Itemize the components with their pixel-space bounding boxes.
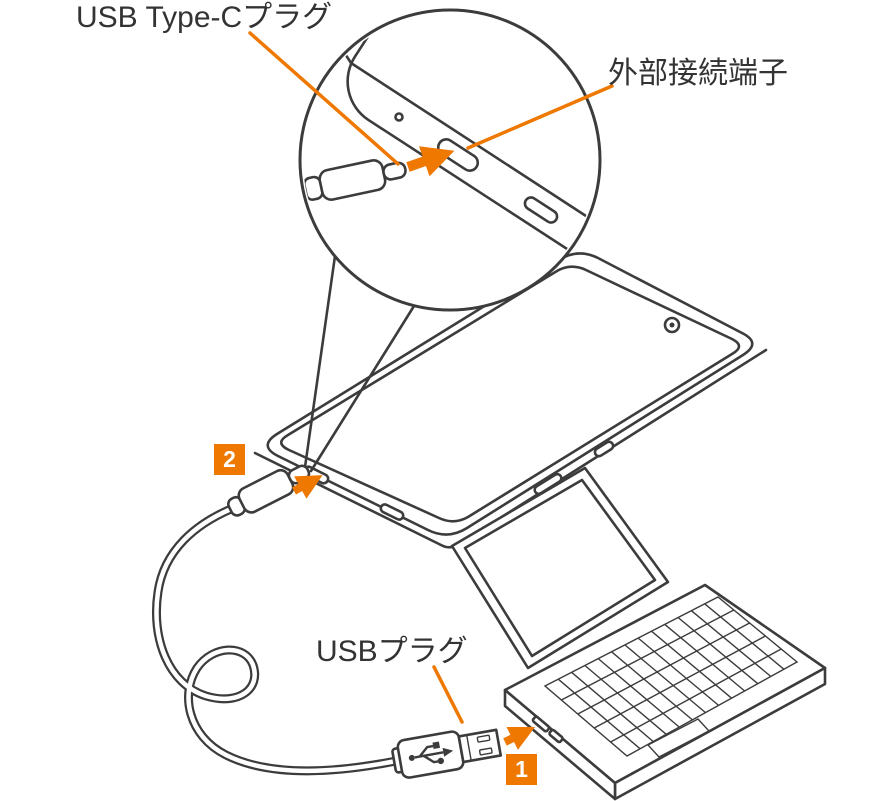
keyboard bbox=[543, 596, 799, 757]
usb-a-shell-line bbox=[465, 734, 472, 761]
laptop-lid bbox=[450, 466, 670, 670]
speaker-slot-magnified bbox=[523, 196, 559, 224]
keyboard-keys bbox=[557, 603, 785, 750]
label-usb-plug: USBプラグ bbox=[316, 635, 468, 668]
step-badge-1: 1 bbox=[506, 754, 537, 785]
phone-screen bbox=[279, 265, 741, 523]
camera-icon bbox=[663, 316, 681, 334]
step-badge-1-number: 1 bbox=[515, 756, 528, 782]
usb-icon-arrowhead bbox=[442, 747, 454, 757]
side-button-power bbox=[593, 440, 615, 458]
usb-icon-origin-dot bbox=[408, 754, 415, 761]
speaker-slot bbox=[379, 503, 405, 521]
step-badge-2-number: 2 bbox=[223, 446, 236, 472]
insertion-arrow-phone bbox=[292, 475, 323, 499]
laptop-screen bbox=[463, 478, 657, 658]
label-external-terminal: 外部接続端子 bbox=[608, 57, 788, 90]
touchpad bbox=[646, 718, 711, 758]
laptop-port-slot bbox=[548, 728, 564, 744]
phone-edge-magnified bbox=[346, 13, 597, 307]
keyboard-outline bbox=[543, 596, 799, 757]
usb-a-contact-bottom bbox=[478, 747, 493, 756]
leader-line-external-terminal bbox=[466, 84, 614, 150]
plug-tip bbox=[382, 161, 407, 181]
leader-line-usb-type-c-plug bbox=[248, 31, 400, 166]
laptop-usb-port bbox=[531, 715, 551, 733]
type-c-tip bbox=[287, 464, 311, 485]
usb-icon bbox=[408, 741, 454, 765]
phone-body bbox=[266, 252, 754, 536]
usb-a-connector bbox=[391, 728, 503, 779]
camera-dot bbox=[669, 322, 675, 328]
mic-hole-magnified bbox=[394, 112, 404, 122]
laptop-left-side bbox=[503, 688, 617, 801]
usb-a-shell bbox=[457, 728, 503, 764]
type-c-plug-magnified bbox=[303, 159, 407, 227]
label-usb-type-c-plug: USB Type-Cプラグ bbox=[76, 1, 332, 34]
callout-cone-line-left bbox=[303, 254, 337, 469]
step-badge-1-box bbox=[506, 754, 537, 785]
leader-line-usb-plug bbox=[432, 665, 464, 724]
insertion-arrow-laptop bbox=[503, 726, 536, 750]
usb-icon-square bbox=[432, 741, 441, 749]
step-badge-2-box bbox=[214, 444, 245, 475]
usb-icon-stem bbox=[414, 744, 444, 764]
usb-icon-circle bbox=[437, 757, 444, 765]
cable-core bbox=[154, 506, 399, 773]
usb-a-contact-top bbox=[476, 734, 491, 743]
usb-cable bbox=[151, 504, 401, 776]
callout-cone-line-right bbox=[309, 304, 416, 473]
insertion-arrow-magnified bbox=[406, 146, 455, 177]
step-badge-2: 2 bbox=[214, 444, 245, 475]
laptop-illustration bbox=[450, 466, 827, 801]
